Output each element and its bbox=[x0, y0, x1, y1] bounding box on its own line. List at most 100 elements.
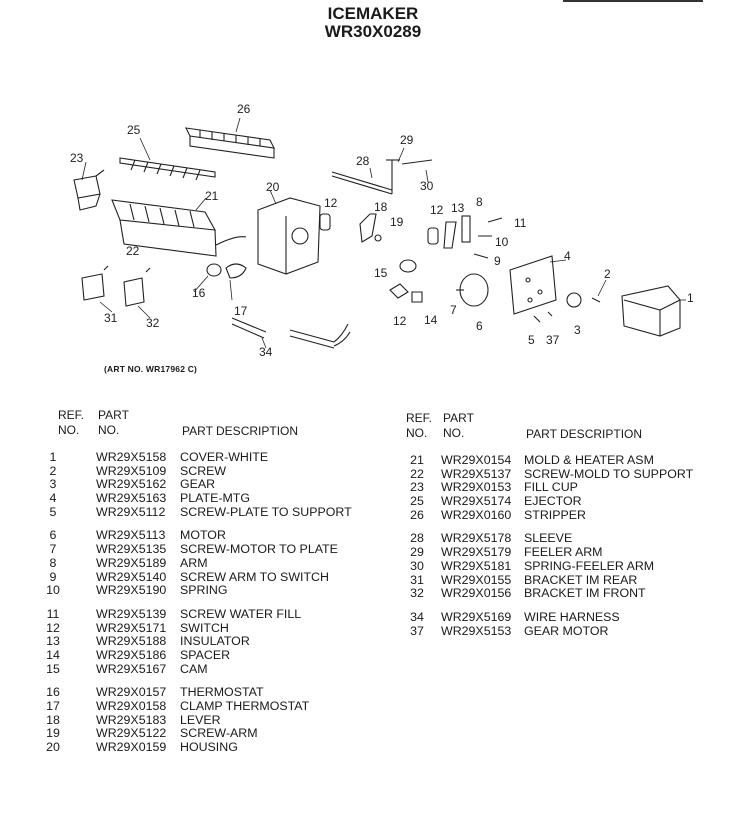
part-number: WR29X5153 bbox=[441, 623, 512, 638]
callout: 12 bbox=[430, 203, 444, 217]
callout: 4 bbox=[564, 249, 571, 263]
part-stripper bbox=[185, 127, 275, 159]
part-number: WR29X0153 bbox=[441, 480, 512, 495]
ref-number: 32 bbox=[410, 586, 424, 601]
part-thermostat bbox=[206, 263, 247, 279]
part-number: WR29X5163 bbox=[96, 491, 167, 506]
part-row: 4 WR29X5163 PLATE-MTG bbox=[0, 491, 400, 506]
part-description: SCREW-MOLD TO SUPPORT bbox=[524, 466, 694, 481]
part-number: WR29X0155 bbox=[441, 572, 512, 587]
callout: 23 bbox=[70, 151, 84, 165]
part-number: WR29X5139 bbox=[96, 606, 167, 621]
callout: 6 bbox=[476, 319, 483, 333]
part-number: WR29X5140 bbox=[96, 569, 167, 584]
callout: 17 bbox=[234, 304, 248, 318]
header-ref-no: NO. bbox=[58, 423, 80, 437]
header-part-description-right: PART DESCRIPTION bbox=[526, 427, 643, 441]
ref-number: 5 bbox=[49, 504, 57, 519]
ref-number: 4 bbox=[49, 491, 57, 506]
part-description: SCREW-ARM bbox=[180, 726, 258, 741]
callout: 34 bbox=[259, 345, 273, 359]
ref-number: 6 bbox=[49, 528, 57, 543]
part-number: WR29X5169 bbox=[441, 609, 512, 624]
part-description: PLATE-MTG bbox=[180, 491, 250, 506]
ref-number: 13 bbox=[46, 634, 60, 649]
part-number: WR29X5179 bbox=[441, 545, 512, 560]
leader-lines bbox=[81, 117, 686, 349]
part-number: WR29X5158 bbox=[96, 450, 167, 464]
ref-number: 29 bbox=[410, 545, 424, 560]
callout-labels: 26 25 23 21 20 29 28 30 12 18 19 12 13 8… bbox=[70, 102, 694, 359]
part-description: MOLD & HEATER ASM bbox=[524, 453, 654, 467]
ref-number: 37 bbox=[410, 623, 424, 638]
ref-number: 10 bbox=[46, 583, 60, 598]
ref-number: 19 bbox=[46, 726, 60, 741]
part-description: BRACKET IM REAR bbox=[524, 572, 638, 587]
callout: 26 bbox=[237, 102, 251, 116]
callout: 3 bbox=[574, 323, 581, 337]
top-rule bbox=[563, 0, 703, 2]
header-ref: REF. bbox=[58, 408, 85, 422]
callout: 32 bbox=[146, 316, 160, 330]
part-number: WR29X5186 bbox=[96, 647, 167, 662]
callout: 18 bbox=[374, 200, 388, 214]
callout: 12 bbox=[393, 314, 407, 328]
callout: 16 bbox=[192, 286, 206, 300]
part-motor-cam bbox=[389, 259, 489, 307]
part-number: WR29X5178 bbox=[441, 531, 512, 546]
part-description: ARM bbox=[180, 555, 208, 570]
ref-number: 22 bbox=[410, 466, 424, 481]
ref-number: 20 bbox=[46, 740, 60, 755]
ref-number: 23 bbox=[410, 480, 424, 495]
part-number: WR29X5122 bbox=[96, 726, 167, 741]
callout: 14 bbox=[424, 313, 438, 327]
part-gear-screws bbox=[533, 292, 601, 323]
part-description: SCREW-PLATE TO SUPPORT bbox=[180, 504, 352, 519]
ref-number: 1 bbox=[49, 450, 57, 464]
group-gap bbox=[0, 522, 750, 532]
ref-number: 3 bbox=[49, 477, 57, 492]
header-part-right: PART bbox=[443, 411, 474, 425]
part-number: WR29X5135 bbox=[96, 542, 167, 557]
part-description: SPRING-FEELER ARM bbox=[524, 558, 655, 573]
header-part-description: PART DESCRIPTION bbox=[182, 424, 299, 438]
part-number: WR29X5190 bbox=[96, 583, 167, 598]
ref-number: 11 bbox=[46, 606, 60, 621]
callout: 28 bbox=[356, 154, 370, 168]
part-ejector bbox=[119, 157, 216, 181]
part-description: SPACER bbox=[180, 647, 231, 662]
part-number: WR29X5181 bbox=[441, 558, 512, 573]
part-description: SCREW bbox=[180, 463, 227, 478]
part-description: CLAMP THERMOSTAT bbox=[180, 699, 310, 713]
part-description: SCREW WATER FILL bbox=[180, 606, 302, 621]
ref-number: 2 bbox=[49, 463, 57, 478]
part-number: WR29X5113 bbox=[96, 528, 166, 543]
ref-number: 8 bbox=[49, 555, 57, 570]
part-number: WR29X0157 bbox=[96, 685, 167, 700]
exploded-parts-diagram: 26 25 23 21 20 29 28 30 12 18 19 12 13 8… bbox=[70, 102, 694, 359]
part-mold-heater bbox=[111, 199, 247, 257]
callout: 37 bbox=[546, 333, 560, 347]
header-ref-no-right: NO. bbox=[406, 426, 428, 440]
